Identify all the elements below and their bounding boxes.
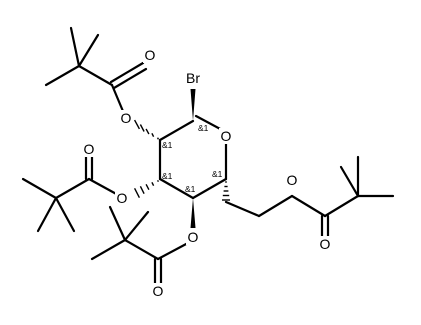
- atom-o-carbonyl-4: O: [153, 283, 164, 299]
- stereo-labels: &1 &1 &1 &1 &1: [162, 123, 223, 194]
- atom-o-carbonyl-2: O: [145, 47, 156, 63]
- atom-o-carbonyl-3: O: [84, 141, 95, 157]
- bond-c-quat4-me2: [108, 205, 127, 242]
- bond-c-ester4-c-quat4: [123, 238, 160, 261]
- bond-o4-c-ester4: [156, 241, 190, 261]
- atom-o6: O: [287, 172, 298, 188]
- atom-o-carbonyl-6: O: [320, 236, 331, 252]
- bond-c-quat2-me2: [69, 26, 81, 68]
- bond-c-quat3-me2: [36, 196, 58, 233]
- stereo-label-c4: &1: [185, 184, 196, 194]
- bond-c-quat6-me3: [339, 165, 360, 198]
- bond-c-ester3-c-quat3: [54, 177, 91, 200]
- atom-o3: O: [117, 190, 128, 206]
- atom-o2: O: [121, 110, 132, 126]
- bond-c-ester6-c-quat6: [323, 194, 360, 218]
- bond-o6-c-ester6: [290, 194, 327, 218]
- stereo-label-c1: &1: [198, 123, 209, 133]
- stereo-label-c5: &1: [212, 169, 223, 179]
- bond-c-quat2-me3: [77, 33, 100, 68]
- bond-c-quat4-me3: [123, 210, 150, 242]
- bond-c-ester2-o-carb-a: [109, 61, 145, 84]
- stereo-label-c2: &1: [162, 140, 173, 150]
- bond-c-ester2-o-carb-b: [112, 67, 148, 90]
- bond-c-quat3-me1: [21, 177, 58, 200]
- bond-c2-o2-hashed: [133, 119, 160, 140]
- bond-c6-h2-link: [257, 194, 294, 218]
- atom-o-ring: O: [221, 128, 232, 144]
- bond-c-ester2-c-quat2: [77, 64, 114, 87]
- atom-br: Br: [186, 70, 200, 86]
- bond-c-quat3-me3: [54, 196, 76, 233]
- atom-o4: O: [188, 229, 199, 245]
- bond-c4-o4-wedge: [190, 198, 196, 228]
- bond-c-quat4-me1: [90, 238, 127, 261]
- bond-c1-br-wedge: [190, 89, 196, 121]
- atom-labels: Br O O O O O O O O O: [82, 47, 332, 299]
- bond-c5-c4: [191, 177, 228, 200]
- bond-c2-c1: [158, 119, 195, 142]
- bond-o3-c-ester3: [87, 177, 122, 198]
- stereo-label-c3: &1: [162, 171, 173, 181]
- bonds: [21, 26, 395, 285]
- bond-c6-o6: [224, 200, 261, 218]
- bond-c5-c6-hashed: [222, 181, 230, 201]
- bond-c3-o3-hashed: [133, 179, 160, 199]
- bond-c-quat2-me1: [44, 64, 81, 87]
- bond-c4-c3: [158, 177, 195, 200]
